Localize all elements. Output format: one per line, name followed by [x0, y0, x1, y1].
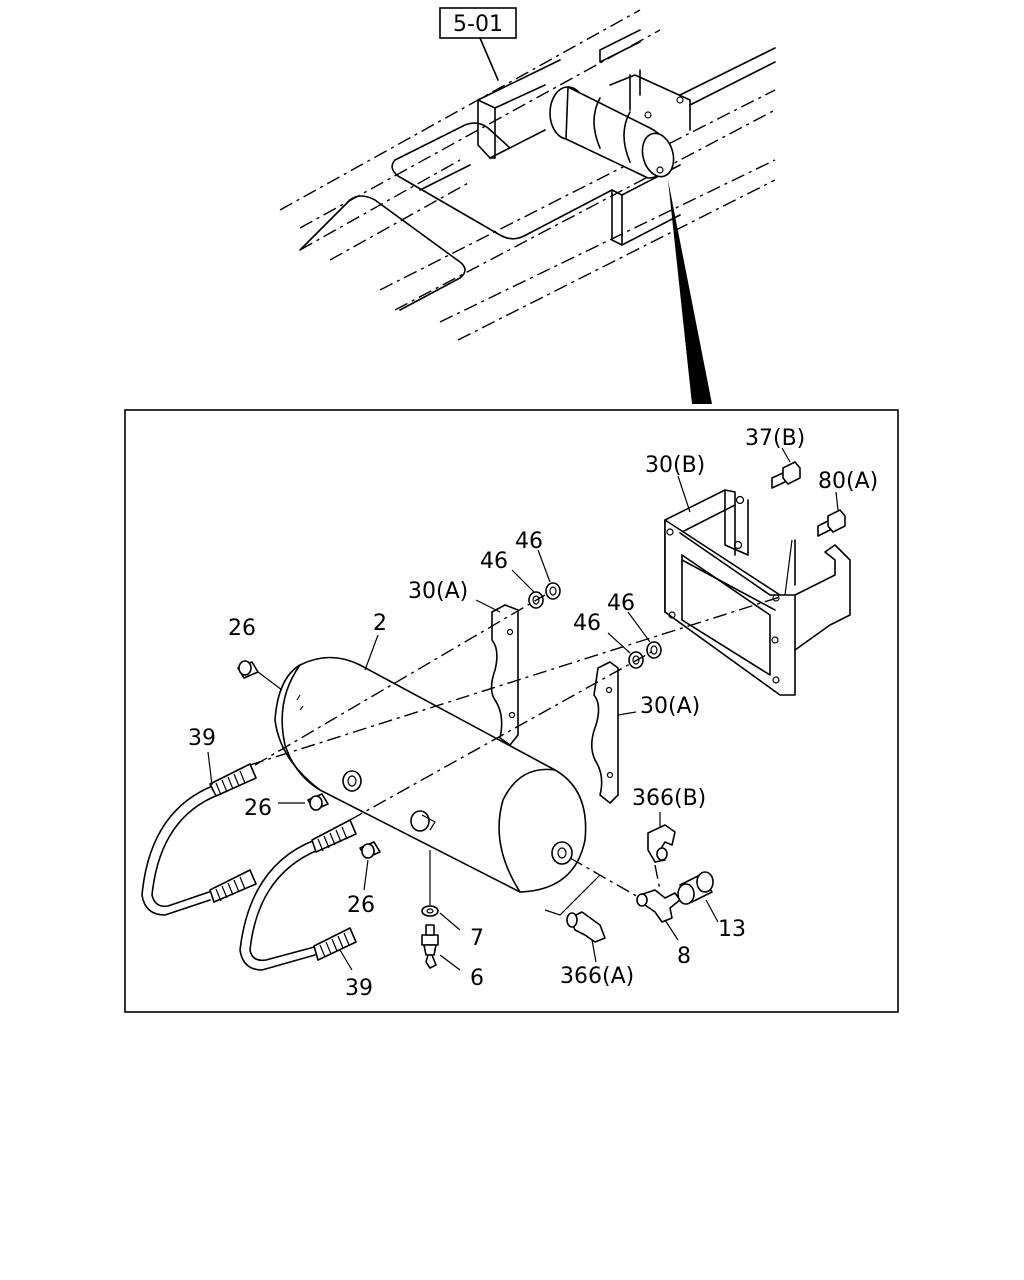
callout-39: 39 — [345, 976, 373, 1001]
callout-26: 26 — [244, 796, 272, 821]
callout-30b: 30(B) — [645, 453, 705, 478]
elbow-366b — [647, 824, 676, 863]
callout-37b: 37(B) — [745, 426, 805, 451]
port-fitting-end — [551, 841, 573, 865]
callout-30a: 30(A) — [640, 694, 700, 719]
callout-30a: 30(A) — [408, 579, 468, 604]
nut-46-d — [646, 641, 662, 659]
plug-26-top — [237, 660, 259, 679]
plug-26-lower — [359, 841, 381, 859]
callout-366b: 366(B) — [632, 786, 706, 811]
callout-366a: 366(A) — [560, 964, 634, 989]
elbow-366a — [566, 911, 606, 943]
callout-39: 39 — [188, 726, 216, 751]
frame-overview — [279, 9, 776, 341]
reference-box-5-01[interactable]: 5-01 — [439, 7, 517, 39]
strap-30a-upper — [490, 604, 519, 746]
plug-26-middle — [307, 793, 329, 811]
check-valve-13 — [677, 871, 714, 905]
callout-8: 8 — [677, 944, 691, 969]
callout-2: 2 — [373, 611, 387, 636]
u-bolt-39-lower — [239, 819, 357, 971]
nut-46-b — [545, 582, 561, 600]
callout-46: 46 — [480, 549, 508, 574]
callout-7: 7 — [470, 926, 484, 951]
leader-lines — [207, 447, 839, 971]
callout-26: 26 — [228, 616, 256, 641]
callout-labels: 26 2 30(A) 46 46 46 46 30(B) 37(B) 80(A)… — [188, 426, 878, 1001]
u-bolt-39-upper — [141, 763, 257, 916]
port-fitting-top — [342, 770, 362, 792]
tee-fitting-8 — [636, 889, 681, 923]
detail-frame — [124, 409, 899, 1013]
bracket-30b — [664, 489, 851, 696]
callout-46: 46 — [515, 529, 543, 554]
port-fitting-middle — [410, 810, 436, 832]
drain-valve-6 — [421, 924, 439, 969]
strap-30a-lower — [590, 661, 619, 804]
bolt-37b — [771, 461, 801, 489]
zoom-pointer — [668, 180, 712, 404]
callout-13: 13 — [718, 917, 746, 942]
washer-7 — [421, 905, 439, 917]
callout-26: 26 — [347, 893, 375, 918]
assembly-lines — [249, 539, 793, 916]
callout-46: 46 — [607, 591, 635, 616]
callout-46: 46 — [573, 611, 601, 636]
callout-6: 6 — [470, 966, 484, 991]
reference-label: 5-01 — [453, 12, 503, 37]
bolt-80a — [817, 509, 846, 537]
callout-80a: 80(A) — [818, 469, 878, 494]
